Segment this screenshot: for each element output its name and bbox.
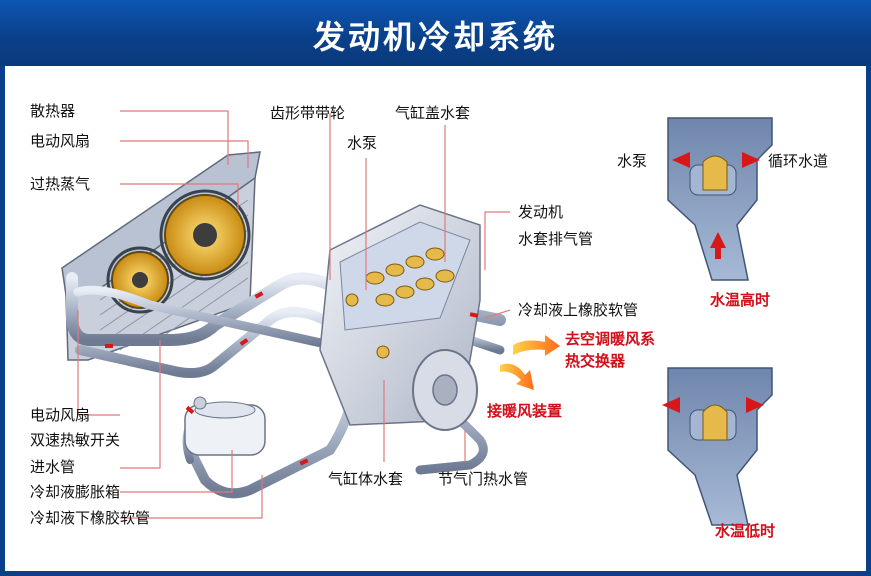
label-inset-circulation: 循环水道 [768, 152, 828, 170]
label-electric-fan: 电动风扇 [30, 132, 90, 150]
label-overheat-steam: 过热蒸气 [30, 175, 90, 193]
label-inlet-pipe: 进水管 [30, 458, 75, 476]
label-timing-belt-pulley: 齿形带带轮 [270, 104, 345, 122]
label-engine: 发动机 [518, 203, 563, 221]
fan-large-graphic [161, 191, 249, 279]
label-low-temp: 水温低时 [715, 522, 775, 540]
label-head-water-jacket: 气缸盖水套 [395, 104, 470, 122]
label-expansion-tank: 冷却液膨胀箱 [30, 483, 120, 501]
label-throttle-hot-water-pipe: 节气门热水管 [438, 470, 528, 488]
heater-flow-arrows [500, 335, 560, 390]
label-coolant-upper-hose: 冷却液上橡胶软管 [518, 301, 638, 319]
label-to-heater: 接暖风装置 [487, 402, 562, 420]
label-to-ac-heat-exchanger-1: 去空调暖风系 [565, 330, 655, 348]
label-high-temp: 水温高时 [710, 291, 770, 309]
expansion-tank-graphic [185, 397, 265, 455]
label-jacket-vent-pipe: 水套排气管 [518, 230, 593, 248]
label-fan-switch-2: 双速热敏开关 [30, 431, 120, 449]
label-block-water-jacket: 气缸体水套 [328, 470, 403, 488]
inset-high-temp [668, 118, 772, 280]
inset-low-temp [662, 368, 772, 525]
label-water-pump: 水泵 [347, 134, 377, 152]
label-fan-switch-1: 电动风扇 [30, 406, 90, 424]
label-coolant-lower-hose: 冷却液下橡胶软管 [30, 509, 150, 527]
label-radiator: 散热器 [30, 102, 75, 120]
label-to-ac-heat-exchanger-2: 热交换器 [565, 352, 625, 370]
engine-graphic [320, 205, 480, 430]
label-inset-water-pump: 水泵 [617, 152, 647, 170]
